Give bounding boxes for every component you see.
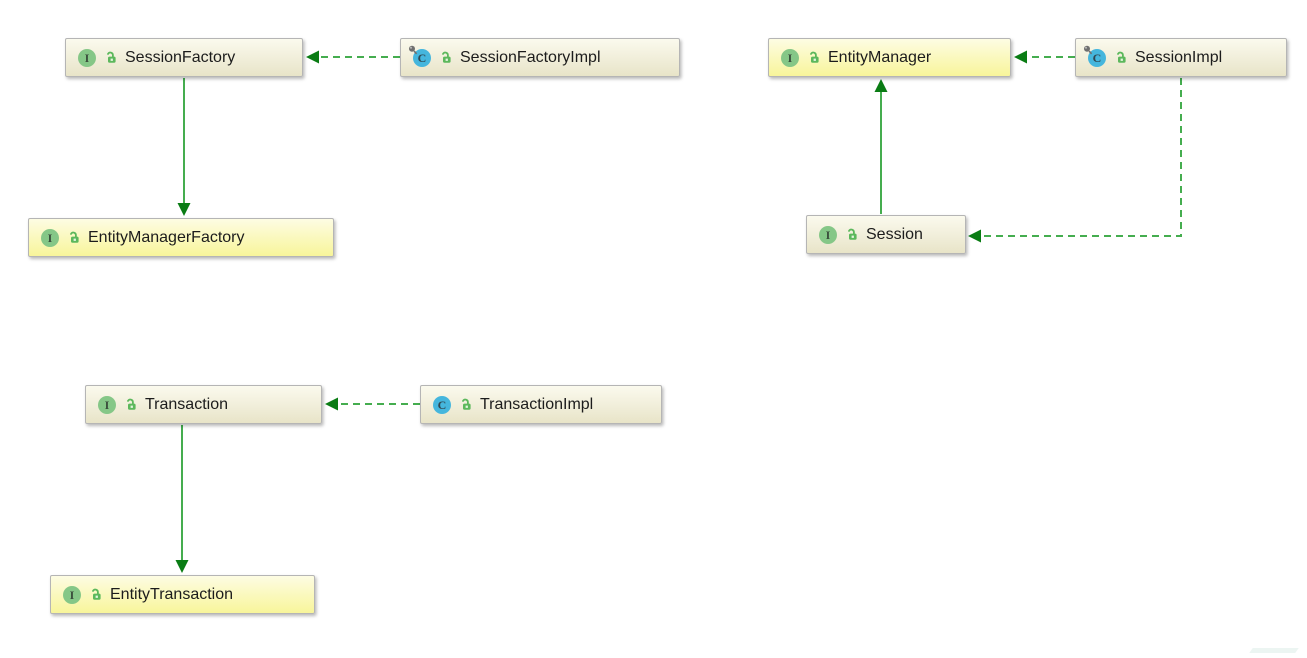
uml-node-Transaction[interactable]: I Transaction: [85, 385, 322, 424]
edge-sessionimpl-implements-session: [979, 78, 1182, 237]
final-pin-icon: [1084, 45, 1093, 54]
uml-node-EntityTransaction[interactable]: I EntityTransaction: [50, 575, 315, 614]
public-lock-icon: [810, 51, 819, 63]
public-lock-icon: [70, 231, 79, 243]
uml-node-EntityManagerFactory[interactable]: I EntityManagerFactory: [28, 218, 334, 257]
node-label: SessionImpl: [1135, 48, 1223, 66]
uml-node-SessionFactoryImpl[interactable]: C SessionFactoryImpl: [400, 38, 680, 77]
interface-icon: I: [819, 225, 837, 244]
public-lock-icon: [462, 398, 471, 410]
arrowhead-sessionimpl-implements-session: [968, 229, 981, 243]
uml-node-SessionImpl[interactable]: C SessionImpl: [1075, 38, 1287, 77]
class-icon: C: [433, 395, 451, 414]
uml-node-SessionFactory[interactable]: I SessionFactory: [65, 38, 303, 77]
public-lock-icon: [442, 51, 451, 63]
uml-node-EntityManager[interactable]: I EntityManager: [768, 38, 1011, 77]
node-label: EntityManagerFactory: [88, 228, 245, 246]
node-label: EntityManager: [828, 48, 932, 66]
interface-icon: I: [78, 48, 96, 67]
class-icon: C: [1084, 45, 1106, 67]
arrowhead-sessionfactoryimpl-implements-sessionfactory: [306, 50, 319, 64]
resize-handle-mark: [1249, 648, 1299, 653]
arrowhead-sessionfactory-extends-entitymanagerfactory: [177, 203, 191, 216]
node-label: Transaction: [145, 395, 228, 413]
public-lock-icon: [848, 228, 857, 240]
node-label: Session: [866, 225, 923, 243]
arrowhead-transactionimpl-implements-transaction: [325, 397, 338, 411]
public-lock-icon: [127, 398, 136, 410]
node-label: SessionFactory: [125, 48, 236, 66]
class-icon: C: [409, 45, 431, 67]
public-lock-icon: [1117, 51, 1126, 63]
arrowhead-session-extends-entitymanager: [874, 79, 888, 92]
node-label: TransactionImpl: [480, 395, 594, 413]
arrowhead-sessionimpl-implements-entitymanager: [1014, 50, 1027, 64]
interface-icon: I: [98, 395, 116, 414]
node-label: SessionFactoryImpl: [460, 48, 601, 66]
public-lock-icon: [92, 588, 101, 600]
uml-node-Session[interactable]: I Session: [806, 215, 966, 254]
final-pin-icon: [409, 45, 418, 54]
interface-icon: I: [41, 228, 59, 247]
public-lock-icon: [107, 51, 116, 63]
node-label: EntityTransaction: [110, 585, 234, 603]
arrowhead-transaction-extends-entitytransaction: [175, 560, 189, 573]
interface-icon: I: [781, 48, 799, 67]
interface-icon: I: [63, 585, 81, 604]
uml-node-TransactionImpl[interactable]: C TransactionImpl: [420, 385, 662, 424]
